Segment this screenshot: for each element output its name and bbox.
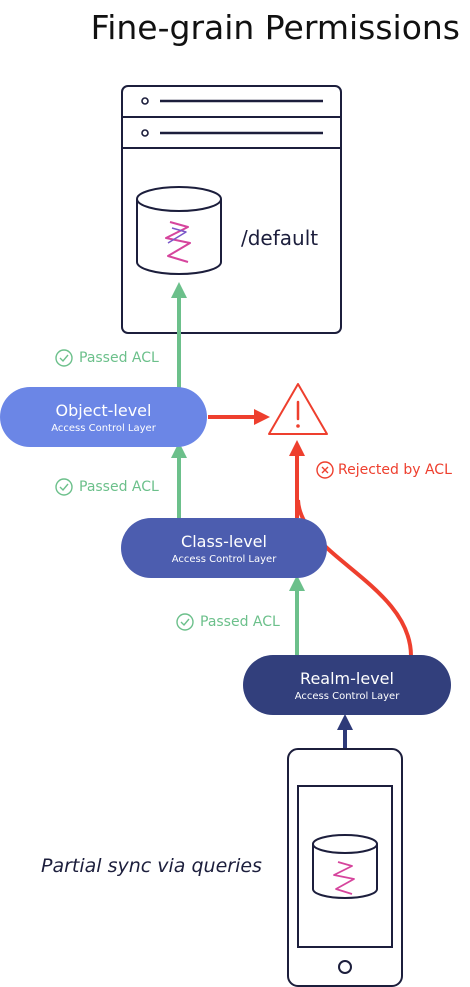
realm-level-label: Realm-level Access Control Layer <box>243 669 451 702</box>
object-level-sub: Access Control Layer <box>51 423 156 434</box>
server-database-icon <box>136 186 222 275</box>
check-circle-icon <box>176 613 194 631</box>
realm-level-sub: Access Control Layer <box>294 691 400 702</box>
check-circle-icon <box>55 478 73 496</box>
object-level-label: Object-level Access Control Layer <box>0 401 207 434</box>
realm-logo-icon <box>333 861 355 895</box>
class-level-sub: Access Control Layer <box>171 554 277 565</box>
phone-database-icon <box>312 834 378 899</box>
partial-sync-label: Partial sync via queries <box>41 855 262 877</box>
check-circle-icon <box>55 349 73 367</box>
class-level-label: Class-level Access Control Layer <box>121 532 327 565</box>
default-path-label: /default <box>241 226 319 250</box>
diagram-title: Fine-grain Permissions <box>90 8 460 47</box>
x-circle-icon <box>316 461 334 479</box>
passed-acl-label-class: Passed ACL <box>79 479 159 495</box>
object-level-name: Object-level <box>55 401 152 420</box>
passed-acl-label-object: Passed ACL <box>79 350 159 366</box>
object-level-pill <box>0 387 207 447</box>
class-level-name: Class-level <box>181 532 267 551</box>
realm-level-name: Realm-level <box>300 669 394 688</box>
rejected-acl-label: Rejected by ACL <box>338 462 452 478</box>
passed-acl-label-realm: Passed ACL <box>200 614 280 630</box>
realm-level-pill <box>243 655 451 715</box>
realm-logo-icon <box>165 221 191 263</box>
pass-arrows <box>171 282 305 655</box>
class-level-pill <box>121 518 327 578</box>
phone-home-button-icon <box>338 960 352 974</box>
warning-icon <box>268 383 328 435</box>
